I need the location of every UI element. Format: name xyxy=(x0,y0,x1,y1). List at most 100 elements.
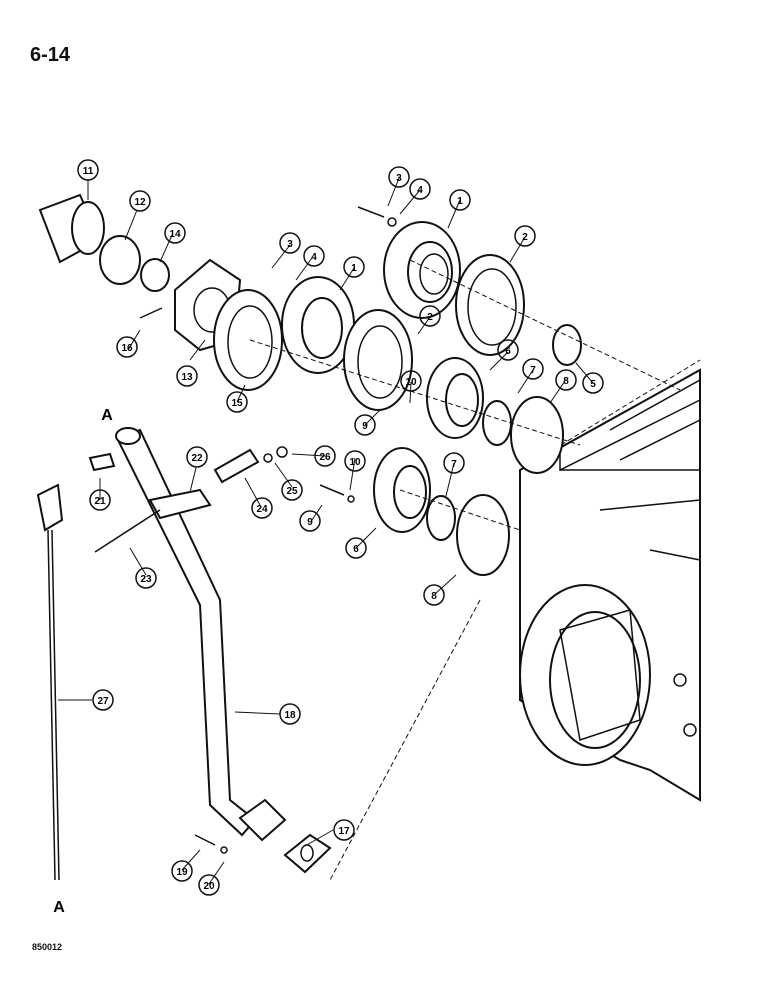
upper-shim-plate xyxy=(455,254,525,356)
middle-bearing-cap xyxy=(281,276,355,374)
svg-text:9: 9 xyxy=(307,517,313,528)
svg-text:15: 15 xyxy=(231,398,243,409)
svg-text:8: 8 xyxy=(563,376,569,387)
callout-9-upper: 9 xyxy=(354,414,376,436)
flange-gasket-17 xyxy=(283,833,332,874)
assembly-center-lines xyxy=(249,259,681,881)
middle-shim-plate xyxy=(343,309,413,411)
callout-3-upper: 3 xyxy=(388,166,410,188)
svg-text:12: 12 xyxy=(134,197,146,208)
gasket-15 xyxy=(213,289,283,391)
svg-text:1: 1 xyxy=(351,263,357,274)
upper-cap-screw xyxy=(357,206,397,227)
callout-17: 17 xyxy=(333,819,355,841)
tube-clamp-22 xyxy=(94,488,212,553)
callout-8-upper: 8 xyxy=(555,369,577,391)
callout-1-upper: 1 xyxy=(449,189,471,211)
svg-text:21: 21 xyxy=(94,496,106,507)
callout-23: 23 xyxy=(135,567,157,589)
motor-flange-assembly xyxy=(38,193,242,352)
svg-text:1: 1 xyxy=(457,196,463,207)
upper-bearing-cap xyxy=(383,221,461,319)
svg-text:25: 25 xyxy=(286,486,298,497)
svg-text:18: 18 xyxy=(284,710,296,721)
seal-7-lower xyxy=(426,495,456,541)
callout-9-lower: 9 xyxy=(299,510,321,532)
callout-8-lower: 8 xyxy=(423,584,445,606)
svg-text:2: 2 xyxy=(427,312,433,323)
callout-4-upper: 4 xyxy=(409,178,431,200)
shim-8-upper xyxy=(510,396,564,474)
section-marker-bottom: A xyxy=(53,899,65,916)
callout-2-middle: 2 xyxy=(419,305,441,327)
leader-lines xyxy=(58,177,594,885)
callout-6-lower: 6 xyxy=(345,537,367,559)
svg-text:6: 6 xyxy=(353,544,359,555)
callout-6-upper: 6 xyxy=(497,339,519,361)
callout-19: 19 xyxy=(171,860,193,882)
svg-text:27: 27 xyxy=(97,696,109,707)
callout-25: 25 xyxy=(281,479,303,501)
svg-text:4: 4 xyxy=(311,252,317,263)
callout-24: 24 xyxy=(251,497,273,519)
bearing-retainer-6-upper xyxy=(426,357,484,439)
callout-26: 26 xyxy=(314,445,336,467)
callout-7-lower: 7 xyxy=(443,452,465,474)
callout-10-lower: 10 xyxy=(344,450,366,472)
svg-text:23: 23 xyxy=(140,574,152,585)
svg-text:7: 7 xyxy=(451,459,457,470)
dipstick-27 xyxy=(36,483,64,881)
callout-2-upper: 2 xyxy=(514,225,536,247)
fitting-21 xyxy=(88,452,116,472)
callout-10-upper: 10 xyxy=(400,370,422,392)
svg-text:7: 7 xyxy=(530,365,536,376)
svg-text:4: 4 xyxy=(417,185,423,196)
svg-text:3: 3 xyxy=(396,173,402,184)
svg-text:26: 26 xyxy=(319,452,331,463)
svg-text:17: 17 xyxy=(338,826,350,837)
callout-14: 14 xyxy=(164,222,186,244)
callout-22: 22 xyxy=(186,446,208,468)
callout-20: 20 xyxy=(198,874,220,896)
section-marker-top: A xyxy=(101,407,113,424)
flange-bolt-19 xyxy=(194,834,228,854)
spacer-24 xyxy=(213,446,288,484)
fill-tube-18 xyxy=(115,427,287,842)
svg-text:20: 20 xyxy=(203,881,215,892)
callout-4-middle: 4 xyxy=(303,245,325,267)
shim-8-lower xyxy=(456,494,510,576)
svg-text:19: 19 xyxy=(176,867,188,878)
svg-text:2: 2 xyxy=(522,232,528,243)
svg-text:3: 3 xyxy=(287,239,293,250)
callout-18: 18 xyxy=(279,703,301,725)
o-ring-5 xyxy=(552,324,582,366)
figure-reference-code: 850012 xyxy=(32,942,63,952)
callout-7-upper: 7 xyxy=(522,358,544,380)
callout-5: 5 xyxy=(582,372,604,394)
svg-text:11: 11 xyxy=(83,166,94,177)
callout-11: 11 xyxy=(77,159,99,181)
callout-13: 13 xyxy=(176,365,198,387)
seal-7-upper xyxy=(482,400,512,446)
svg-text:16: 16 xyxy=(121,343,133,354)
svg-text:10: 10 xyxy=(349,457,361,468)
page-number: 6-14 xyxy=(30,44,71,66)
svg-text:8: 8 xyxy=(431,591,437,602)
transmission-housing xyxy=(519,359,701,802)
callout-21: 21 xyxy=(89,489,111,511)
callout-15: 15 xyxy=(226,391,248,413)
svg-text:9: 9 xyxy=(362,421,368,432)
svg-text:13: 13 xyxy=(181,372,193,383)
bearing-retainer-6-lower xyxy=(373,447,431,533)
svg-text:14: 14 xyxy=(169,229,181,240)
svg-text:22: 22 xyxy=(191,453,203,464)
svg-text:6: 6 xyxy=(505,346,511,357)
callout-27: 27 xyxy=(92,689,114,711)
svg-text:10: 10 xyxy=(405,377,417,388)
callout-16: 16 xyxy=(116,336,138,358)
svg-text:5: 5 xyxy=(590,379,596,390)
lower-cap-screw xyxy=(319,484,355,503)
callout-1-middle: 1 xyxy=(343,256,365,278)
callout-3-middle: 3 xyxy=(279,232,301,254)
